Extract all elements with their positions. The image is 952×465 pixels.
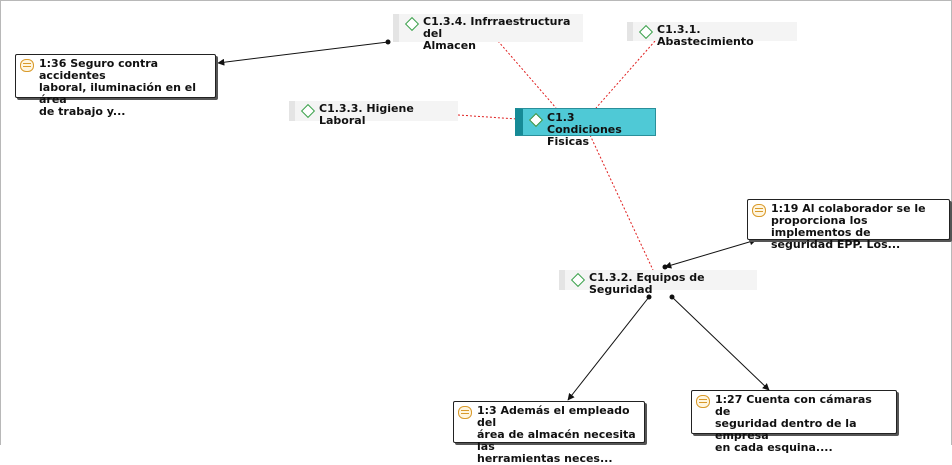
quote-q127-line2: seguridad dentro de la empresa bbox=[715, 417, 857, 442]
link-c132-q127 bbox=[671, 296, 770, 391]
quote-q13-line3: herramientas neces... bbox=[477, 452, 613, 465]
code-label-c132: C1.3.2. Equipos de Seguridad bbox=[589, 271, 705, 296]
link-c132-q13 bbox=[567, 296, 650, 401]
quotation-icon bbox=[696, 395, 710, 408]
quote-node-q13[interactable]: 1:3 Además el empleado del área de almac… bbox=[453, 401, 645, 465]
code-label-c134-line1: C1.3.4. Infrraestructura del bbox=[423, 15, 571, 40]
code-node-c131[interactable]: C1.3.1. Abastecimiento bbox=[627, 22, 797, 48]
code-label-c134-line2: Almacen bbox=[423, 39, 476, 52]
quote-q136-line3: de trabajo y... bbox=[39, 105, 126, 118]
quote-q127-line3: en cada esquina.... bbox=[715, 441, 833, 454]
quote-q119-line3: seguridad EPP. Los... bbox=[771, 238, 901, 251]
quote-q119-line2: proporciona los implementos de bbox=[771, 214, 871, 239]
quote-node-q136[interactable]: 1:36 Seguro contra accidentes laboral, i… bbox=[15, 54, 216, 118]
link-anchor-dot bbox=[662, 264, 668, 270]
quote-q13-line2: área de almacén necesita las bbox=[477, 428, 636, 453]
link-c134-q136 bbox=[217, 41, 389, 66]
link-c132-q119 bbox=[664, 238, 757, 269]
quotation-icon bbox=[458, 406, 472, 419]
quote-q136-line2: laboral, iluminación en el área bbox=[39, 81, 196, 106]
quote-q136-line1: 1:36 Seguro contra accidentes bbox=[39, 57, 159, 82]
code-node-c133[interactable]: C1.3.3. Higiene Laboral bbox=[289, 101, 458, 127]
code-node-main[interactable]: C1.3 Condiciones Fisicas bbox=[515, 108, 656, 148]
main-label-line2: Fisicas bbox=[547, 135, 590, 148]
quote-q13-line1: 1:3 Además el empleado del bbox=[477, 404, 630, 429]
link-main-c131 bbox=[595, 40, 656, 109]
link-main-c134 bbox=[497, 40, 557, 109]
quote-q119-line1: 1:19 Al colaborador se le bbox=[771, 202, 926, 215]
main-label-line1: C1.3 Condiciones bbox=[547, 111, 622, 136]
link-main-c133 bbox=[457, 114, 518, 120]
link-main-c132 bbox=[589, 134, 654, 271]
quote-q127-line1: 1:27 Cuenta con cámaras de bbox=[715, 393, 872, 418]
quotation-icon bbox=[752, 204, 766, 217]
quotation-icon bbox=[20, 59, 34, 72]
code-node-c134[interactable]: C1.3.4. Infrraestructura del Almacen bbox=[393, 14, 583, 52]
quote-node-q119[interactable]: 1:19 Al colaborador se le proporciona lo… bbox=[747, 199, 950, 251]
link-anchor-dot bbox=[669, 294, 675, 300]
code-diamond-icon bbox=[300, 103, 316, 119]
link-layer bbox=[217, 39, 770, 401]
link-anchor-dot bbox=[385, 39, 391, 45]
code-diamond-icon bbox=[570, 272, 586, 288]
code-diamond-icon bbox=[404, 16, 420, 32]
code-label-c133: C1.3.3. Higiene Laboral bbox=[319, 102, 414, 127]
code-diamond-icon bbox=[638, 24, 654, 40]
code-diamond-icon bbox=[528, 112, 544, 128]
code-label-c131: C1.3.1. Abastecimiento bbox=[657, 23, 754, 48]
link-anchor-dot bbox=[646, 294, 652, 300]
quote-node-q127[interactable]: 1:27 Cuenta con cámaras de seguridad den… bbox=[691, 390, 897, 454]
code-node-c132[interactable]: C1.3.2. Equipos de Seguridad bbox=[559, 270, 757, 296]
